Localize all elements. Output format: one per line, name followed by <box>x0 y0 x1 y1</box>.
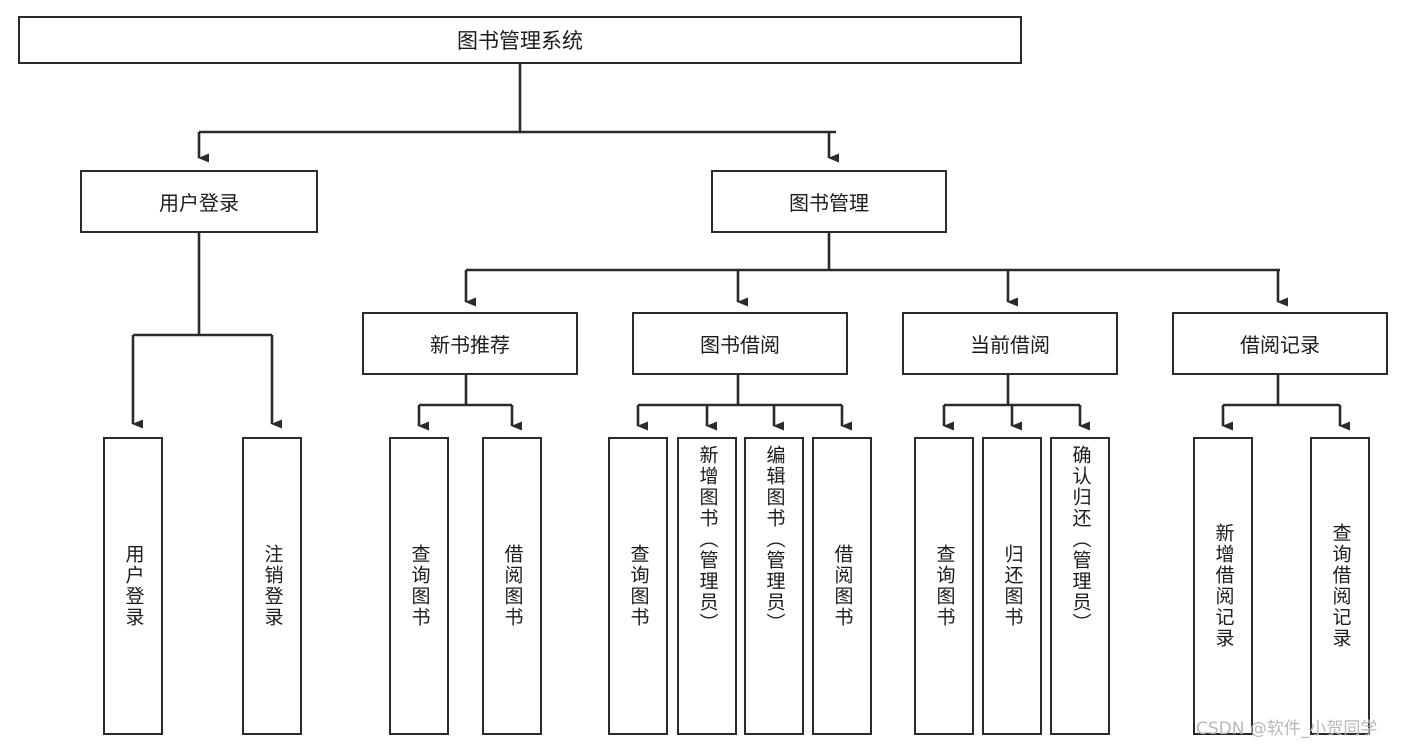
node-leaf-return-book-label: 归还图书 <box>1001 544 1024 628</box>
csdn-watermark: CSDN @软件_小贺同学 <box>1196 719 1378 739</box>
node-leaf-return-book[interactable]: 归还图书 <box>982 437 1042 735</box>
node-leaf-user-logout[interactable]: 注销登录 <box>242 437 302 735</box>
node-leaf-edit-book[interactable]: 编辑图书（管理员） <box>744 437 804 735</box>
node-leaf-add-book-label: 新增图书（管理员） <box>696 445 719 634</box>
node-leaf-add-record[interactable]: 新增借阅记录 <box>1193 437 1253 735</box>
node-leaf-query-book-2-label: 查询图书 <box>627 544 650 628</box>
node-leaf-query-book-3[interactable]: 查询图书 <box>914 437 974 735</box>
node-leaf-user-login[interactable]: 用户登录 <box>103 437 163 735</box>
node-book-borrow[interactable]: 图书借阅 <box>632 312 848 375</box>
node-current-borrow[interactable]: 当前借阅 <box>902 312 1118 375</box>
node-book-manage[interactable]: 图书管理 <box>711 170 947 233</box>
node-user-login[interactable]: 用户登录 <box>80 170 318 233</box>
node-root-label: 图书管理系统 <box>457 29 583 53</box>
node-leaf-borrow-book-2[interactable]: 借阅图书 <box>812 437 872 735</box>
node-leaf-confirm-return[interactable]: 确认归还（管理员） <box>1050 437 1110 735</box>
node-leaf-query-record-label: 查询借阅记录 <box>1329 523 1352 649</box>
node-leaf-query-book-1-label: 查询图书 <box>408 544 431 628</box>
node-borrow-record[interactable]: 借阅记录 <box>1172 312 1388 375</box>
node-user-login-label: 用户登录 <box>159 191 239 215</box>
node-leaf-add-book[interactable]: 新增图书（管理员） <box>677 437 737 735</box>
node-new-book-rec[interactable]: 新书推荐 <box>362 312 578 375</box>
node-leaf-confirm-return-label: 确认归还（管理员） <box>1069 445 1092 634</box>
node-leaf-user-logout-label: 注销登录 <box>261 544 284 628</box>
node-leaf-edit-book-label: 编辑图书（管理员） <box>763 445 786 634</box>
node-book-manage-label: 图书管理 <box>789 191 869 215</box>
node-leaf-borrow-book-1[interactable]: 借阅图书 <box>482 437 542 735</box>
node-leaf-query-book-2[interactable]: 查询图书 <box>608 437 668 735</box>
node-new-book-rec-label: 新书推荐 <box>430 333 510 357</box>
node-leaf-add-record-label: 新增借阅记录 <box>1212 523 1235 649</box>
node-leaf-query-book-1[interactable]: 查询图书 <box>389 437 449 735</box>
node-leaf-user-login-label: 用户登录 <box>122 544 145 628</box>
node-leaf-borrow-book-1-label: 借阅图书 <box>501 544 524 628</box>
node-leaf-borrow-book-2-label: 借阅图书 <box>831 544 854 628</box>
node-leaf-query-book-3-label: 查询图书 <box>933 544 956 628</box>
node-borrow-record-label: 借阅记录 <box>1240 333 1320 357</box>
node-current-borrow-label: 当前借阅 <box>970 333 1050 357</box>
node-root[interactable]: 图书管理系统 <box>18 16 1022 64</box>
node-book-borrow-label: 图书借阅 <box>700 333 780 357</box>
node-leaf-query-record[interactable]: 查询借阅记录 <box>1310 437 1370 735</box>
